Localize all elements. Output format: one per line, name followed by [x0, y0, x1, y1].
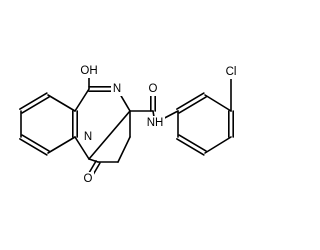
atom-label-o-amide: O: [149, 83, 158, 95]
single-bond: [74, 88, 90, 112]
atom-label-nh: NH: [147, 117, 164, 129]
single-bond: [74, 136, 90, 160]
double-bond-line: [178, 96, 207, 114]
double-bond-line: [21, 96, 50, 114]
double-bond-line: [21, 134, 50, 152]
single-bond: [204, 94, 232, 112]
atom-o-amide: O: [147, 82, 159, 96]
atom-oh: OH: [79, 64, 99, 78]
double-bond-line: [19, 92, 48, 110]
atom-cl: Cl: [223, 65, 239, 79]
single-bond: [204, 136, 232, 154]
single-bond: [88, 110, 131, 160]
atom-label-oh: OH: [80, 65, 97, 77]
atom-label-n-ring: N: [84, 131, 92, 143]
double-bond-line: [176, 138, 205, 156]
atom-label-n-imine: N: [113, 83, 121, 95]
single-bond: [47, 94, 76, 112]
single-bond: [47, 136, 76, 154]
atom-labels: OH N O NH Cl N O: [79, 64, 239, 186]
chemical-structure-diagram: OH N O NH Cl N O: [19, 64, 239, 186]
atom-n-imine: N: [111, 82, 123, 96]
atom-label-o-lactam: O: [84, 173, 93, 185]
atom-label-cl: Cl: [226, 66, 237, 78]
double-bond-line: [19, 138, 48, 156]
double-bond-line: [178, 134, 207, 152]
atom-o-lactam: O: [82, 172, 94, 186]
double-bond-line: [176, 92, 205, 110]
bond-lines: [19, 70, 234, 181]
atom-nh: NH: [145, 116, 165, 130]
atom-n-ring: N: [82, 130, 94, 144]
single-bond: [117, 136, 131, 163]
